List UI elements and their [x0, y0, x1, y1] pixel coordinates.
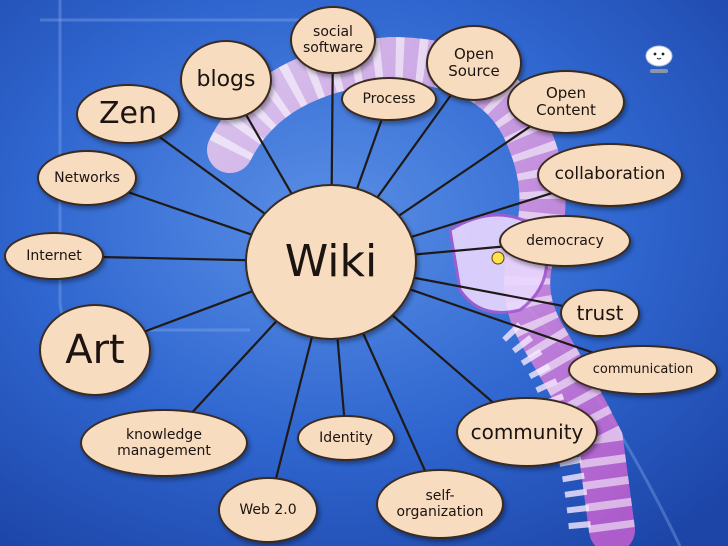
node-democracy-label: democracy	[526, 232, 604, 249]
node-self-organization: self-organization	[376, 469, 504, 539]
node-communication: communication	[568, 345, 718, 395]
node-identity: Identity	[297, 415, 395, 461]
node-communication-label: communication	[592, 361, 694, 377]
node-networks-label: Networks	[54, 169, 120, 186]
node-process-label: Process	[362, 90, 416, 107]
node-zen: Zen	[76, 84, 180, 144]
node-community-label: community	[470, 419, 584, 444]
node-internet-label: Internet	[26, 247, 82, 264]
node-democracy: democracy	[499, 215, 631, 267]
node-web-2-0: Web 2.0	[218, 477, 318, 543]
node-collaboration-label: collaboration	[554, 164, 666, 185]
center-node-wiki-label: Wiki	[284, 235, 378, 287]
node-community: community	[456, 397, 598, 467]
node-blogs: blogs	[180, 40, 272, 120]
node-zen-label: Zen	[98, 95, 158, 131]
node-identity-label: Identity	[319, 429, 373, 446]
node-networks: Networks	[37, 150, 137, 206]
center-node-wiki: Wiki	[245, 184, 417, 340]
node-art-label: Art	[65, 327, 125, 373]
node-trust-label: trust	[576, 300, 624, 325]
node-self-organization-label: self-organization	[396, 487, 484, 520]
node-collaboration: collaboration	[537, 143, 683, 207]
ghost-icon	[645, 45, 673, 73]
node-web-2-0-label: Web 2.0	[239, 501, 297, 518]
node-internet: Internet	[4, 232, 104, 280]
node-art: Art	[39, 304, 151, 396]
node-blogs-label: blogs	[196, 67, 256, 93]
node-process: Process	[341, 77, 437, 121]
node-trust: trust	[560, 289, 640, 337]
